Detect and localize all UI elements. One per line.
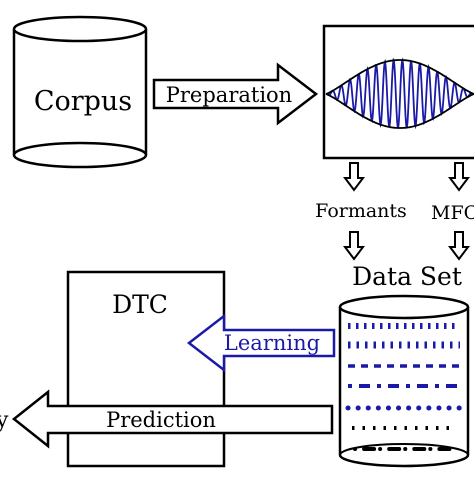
down-arrow-mfcc-1 [448,162,470,192]
down-arrow-mfcc-2 [448,231,470,261]
preparation-arrow [152,62,319,126]
prediction-label: Prediction [106,408,216,432]
waveform-box [322,24,474,160]
dataset-label: Data Set [352,262,462,291]
dataset-records [345,323,463,451]
down-arrow-formants-2 [343,231,365,261]
prediction-arrow [11,389,334,449]
corpus-label: Corpus [34,86,132,117]
down-arrow-formants-1 [343,162,365,192]
corpus-cylinder [12,15,148,169]
learning-arrow [186,313,336,373]
dataset-cylinder [338,294,470,468]
formants-label: Formants [315,200,407,222]
speech-waveform [325,57,474,130]
dtc-label: DTC [112,290,168,319]
mfcc-label: MFC [431,202,474,224]
preparation-label: Preparation [166,83,292,107]
output-label-partial: y [0,408,9,433]
learning-label: Learning [224,331,320,355]
